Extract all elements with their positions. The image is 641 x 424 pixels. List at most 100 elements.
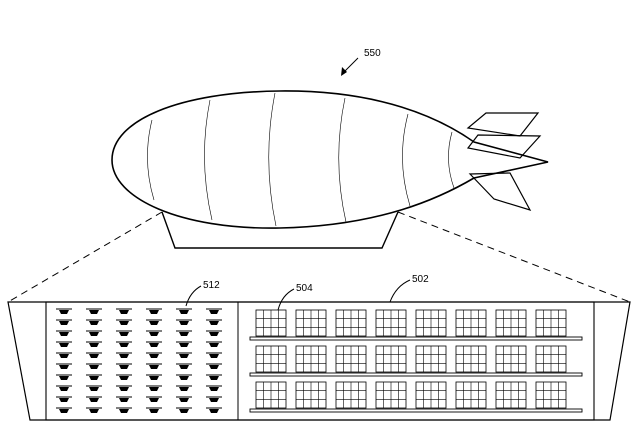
storage-bin xyxy=(295,309,327,337)
drone-icon xyxy=(206,385,222,391)
drone-icon xyxy=(116,319,132,325)
drone-icon xyxy=(176,341,192,347)
upper-tail-fin xyxy=(466,112,540,137)
shelf-tier xyxy=(249,345,583,377)
arrowhead-icon xyxy=(341,67,347,76)
drone-icon xyxy=(176,396,192,402)
storage-bin xyxy=(335,381,367,409)
drone-icon xyxy=(86,330,102,336)
storage-bin xyxy=(375,309,407,337)
drone-icon xyxy=(206,319,222,325)
storage-bin xyxy=(375,345,407,373)
drone-icon xyxy=(86,396,102,402)
storage-bin xyxy=(295,345,327,373)
drone-icon xyxy=(86,385,102,391)
projection-lines xyxy=(7,211,631,303)
drone-icon xyxy=(146,385,162,391)
drone-icon xyxy=(116,396,132,402)
drone-icon xyxy=(86,363,102,369)
drone-icon xyxy=(56,352,72,358)
storage-bin xyxy=(295,381,327,409)
drone-icon xyxy=(176,308,192,314)
drones-leader-line xyxy=(185,285,202,307)
drone-icon xyxy=(56,330,72,336)
storage-bin xyxy=(455,345,487,373)
drone-icon xyxy=(146,407,162,413)
drone-icon xyxy=(206,352,222,358)
storage-area-outline xyxy=(45,301,595,421)
drone-icon xyxy=(56,319,72,325)
drone-icon xyxy=(56,341,72,347)
drone-icon xyxy=(146,396,162,402)
drone-icon xyxy=(176,330,192,336)
drone-icon xyxy=(146,319,162,325)
storage-area-reference: 502 xyxy=(389,274,429,303)
envelope-seams xyxy=(147,92,455,227)
drone-icon xyxy=(146,330,162,336)
drone-icon xyxy=(86,341,102,347)
drone-icon xyxy=(206,374,222,380)
storage-bin xyxy=(535,345,567,373)
storage-bin xyxy=(415,309,447,337)
airship-label: 550 xyxy=(364,48,381,59)
shelf-tier xyxy=(249,309,583,341)
drone-icon xyxy=(56,374,72,380)
storage-bin xyxy=(455,309,487,337)
drone-grid xyxy=(56,308,222,413)
drone-icon xyxy=(176,352,192,358)
drone-icon xyxy=(176,385,192,391)
storage-bin xyxy=(415,345,447,373)
drone-icon xyxy=(116,374,132,380)
storage-bin xyxy=(455,381,487,409)
shelf-board xyxy=(249,336,583,341)
drone-icon xyxy=(176,363,192,369)
drone-icon xyxy=(116,352,132,358)
drone-icon xyxy=(86,374,102,380)
storage-bin xyxy=(495,381,527,409)
drone-icon xyxy=(206,396,222,402)
shelf-unit-label: 504 xyxy=(296,283,313,294)
airship xyxy=(111,90,549,249)
drone-icon xyxy=(116,330,132,336)
lower-tail-fin xyxy=(468,172,532,212)
shelf-unit-leader-line xyxy=(277,288,295,311)
drone-icon xyxy=(206,407,222,413)
fulfillment-center-cross-section xyxy=(7,301,631,421)
storage-bin xyxy=(535,381,567,409)
airship-envelope xyxy=(111,90,549,229)
storage-bin xyxy=(335,309,367,337)
drone-icon xyxy=(116,341,132,347)
drone-icon xyxy=(116,385,132,391)
drone-icon xyxy=(176,319,192,325)
drone-icon xyxy=(146,341,162,347)
drone-icon xyxy=(206,363,222,369)
drone-icon xyxy=(146,352,162,358)
storage-bin xyxy=(535,309,567,337)
drone-icon xyxy=(56,407,72,413)
storage-bin xyxy=(255,345,287,373)
drone-icon xyxy=(146,363,162,369)
drone-icon xyxy=(206,341,222,347)
drone-icon xyxy=(56,396,72,402)
storage-bin xyxy=(415,381,447,409)
drone-icon xyxy=(116,407,132,413)
shelf-board xyxy=(249,372,583,377)
drone-icon xyxy=(206,330,222,336)
drone-icon xyxy=(86,407,102,413)
storage-bin xyxy=(375,381,407,409)
drones-reference: 512 xyxy=(185,280,220,307)
drone-icon xyxy=(206,308,222,314)
drone-icon xyxy=(56,308,72,314)
storage-bin xyxy=(255,381,287,409)
storage-area-leader-line xyxy=(389,279,411,303)
storage-bin xyxy=(495,345,527,373)
rear-tail-fin xyxy=(466,134,542,159)
storage-bin xyxy=(495,309,527,337)
drone-icon xyxy=(176,407,192,413)
drone-icon xyxy=(56,363,72,369)
drone-icon xyxy=(86,319,102,325)
drone-icon xyxy=(116,363,132,369)
drones-label: 512 xyxy=(203,280,220,291)
drone-icon xyxy=(116,308,132,314)
